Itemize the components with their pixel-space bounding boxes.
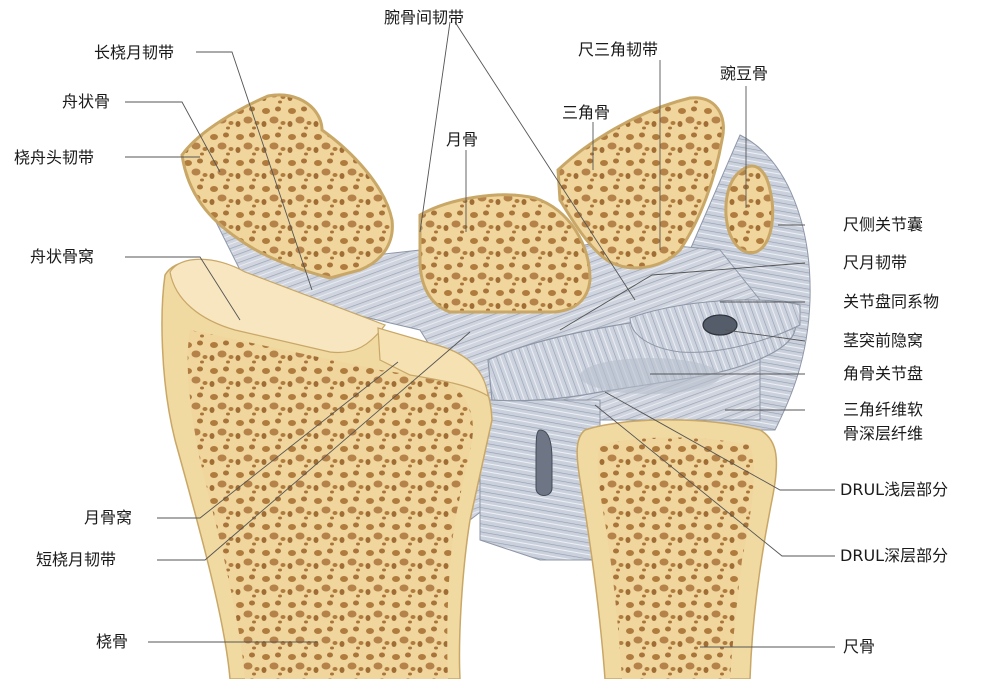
label-lunate-fossa: 月骨窝 [84,508,133,527]
label-ulnotriquetral-ligament: 尺三角韧带 [578,40,659,59]
label-short-radiolunate-ligament: 短桡月韧带 [36,550,117,569]
label-ulnar-capsule: 尺侧关节囊 [843,215,924,234]
pisiform-bone [724,164,775,255]
label-scaphoid: 舟状骨 [62,92,111,111]
radius-spongy [187,330,473,679]
ulna-spongy [597,437,754,679]
label-ulna: 尺骨 [843,637,876,656]
label-triquetrum: 三角骨 [562,103,611,122]
label-meniscus-homologue: 关节盘同系物 [843,292,940,311]
scaphoid-bone [180,93,394,280]
label-scaphoid-fossa: 舟状骨窝 [30,247,95,266]
prestyloid-recess [702,314,738,336]
label-pisiform: 豌豆骨 [720,64,769,83]
label-lunate: 月骨 [446,130,479,149]
label-drul-deep: DRUL深层部分 [840,546,949,565]
lunate-bone [418,193,592,314]
triquetrum-bone [556,96,725,270]
leader-lines [125,21,835,648]
disc-shadow [580,358,720,394]
label-intercarpal-ligament: 腕骨间韧带 [384,8,465,27]
label-prestyloid-recess: 茎突前隐窝 [843,331,924,350]
label-tfc-deep-fibers-line1: 三角纤维软 [843,400,924,419]
drul-slit [535,429,553,496]
label-drul-superficial: DRUL浅层部分 [840,480,949,499]
label-radioscaphocapitate-ligament: 桡舟头韧带 [14,148,95,167]
lunate-fossa-surface [377,327,489,398]
label-long-radiolunate-ligament: 长桡月韧带 [94,43,175,62]
label-articular-disc: 角骨关节盘 [843,364,924,383]
label-ulnolunate-ligament: 尺月韧带 [843,253,908,272]
label-radius: 桡骨 [96,632,129,651]
label-tfc-deep-fibers-line2: 骨深层纤维 [843,424,924,443]
